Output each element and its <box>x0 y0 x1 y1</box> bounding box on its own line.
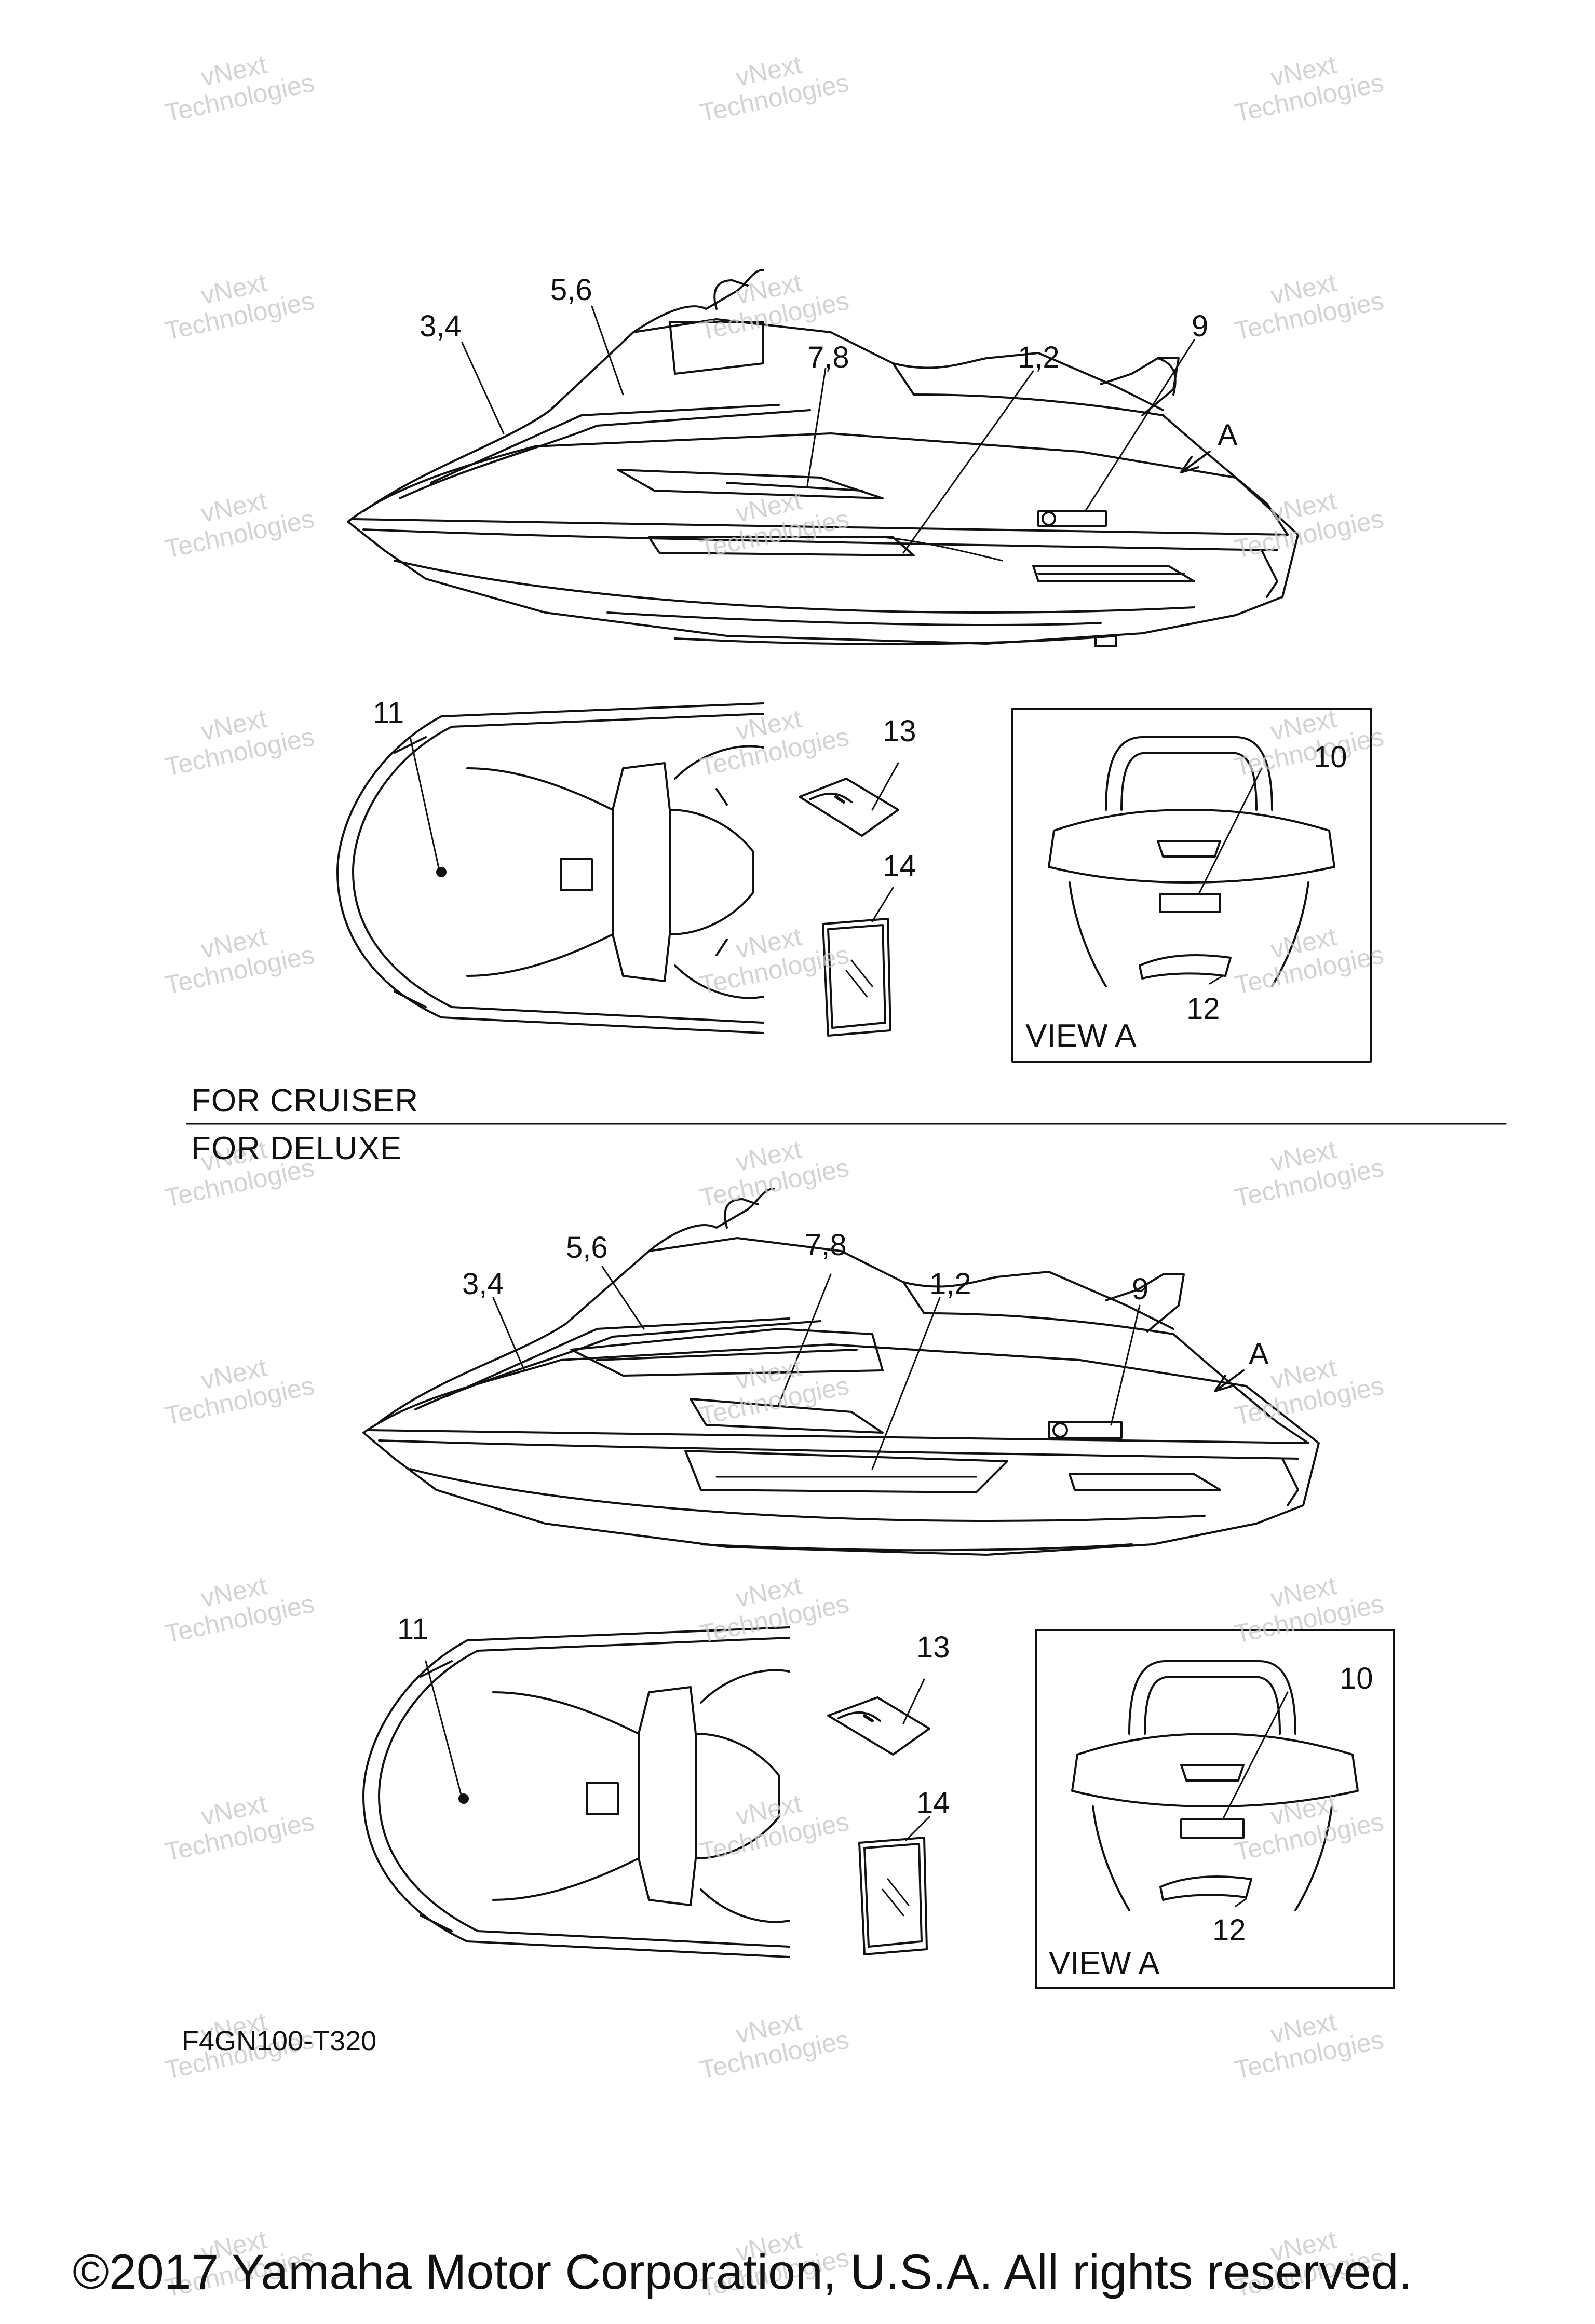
deluxe-section-label: FOR DELUXE <box>191 1131 402 1166</box>
copyright-notice: ©2017 Yamaha Motor Corporation, U.S.A. A… <box>73 2245 1412 2300</box>
deluxe-callout-1-2: 1,2 <box>929 1267 971 1301</box>
cruiser-callout-10: 10 <box>1314 740 1347 774</box>
deluxe-callout-7-8: 7,8 <box>805 1228 847 1262</box>
deluxe-callout-5-6: 5,6 <box>566 1231 608 1265</box>
deluxe-callout-14: 14 <box>916 1786 950 1820</box>
cruiser-callout-5-6: 5,6 <box>550 273 592 307</box>
cruiser-callout-1-2: 1,2 <box>1018 341 1060 374</box>
deluxe-view-a-label: VIEW A <box>1049 1946 1160 1981</box>
cruiser-callout-3-4: 3,4 <box>420 309 462 343</box>
deluxe-callout-13: 13 <box>916 1630 950 1664</box>
deluxe-callout-a: A <box>1249 1337 1269 1371</box>
cruiser-callout-14: 14 <box>883 849 916 883</box>
cruiser-callout-7-8: 7,8 <box>807 341 849 374</box>
cruiser-callout-11: 11 <box>373 696 404 730</box>
deluxe-part-14-bag <box>858 1816 930 1955</box>
deluxe-side-view-watercraft <box>362 1188 1320 1556</box>
cruiser-view-a-panel <box>1011 708 1372 1063</box>
deluxe-callout-12: 12 <box>1212 1913 1246 1947</box>
cruiser-callout-a: A <box>1218 418 1238 452</box>
cruiser-callout-9: 9 <box>1192 309 1209 343</box>
cruiser-section-label: FOR CRUISER <box>191 1083 419 1119</box>
cruiser-callout-13: 13 <box>883 714 916 748</box>
cruiser-side-view-watercraft <box>347 269 1299 647</box>
deluxe-callout-9: 9 <box>1132 1272 1149 1306</box>
cruiser-top-view-watercraft <box>336 702 764 1034</box>
cruiser-callout-12: 12 <box>1186 992 1220 1026</box>
deluxe-top-view-watercraft <box>362 1626 790 1958</box>
deluxe-callout-10: 10 <box>1340 1662 1373 1695</box>
deluxe-callout-11: 11 <box>397 1612 429 1646</box>
deluxe-view-a-panel <box>1035 1629 1395 1989</box>
cruiser-part-13-pouch <box>799 762 899 837</box>
deluxe-callout-3-4: 3,4 <box>462 1267 504 1301</box>
cruiser-view-a-label: VIEW A <box>1025 1018 1137 1054</box>
deluxe-part-13-pouch <box>827 1678 930 1756</box>
cruiser-part-14-bag <box>822 887 894 1037</box>
diagram-code: F4GN100-T320 <box>182 2026 377 2057</box>
